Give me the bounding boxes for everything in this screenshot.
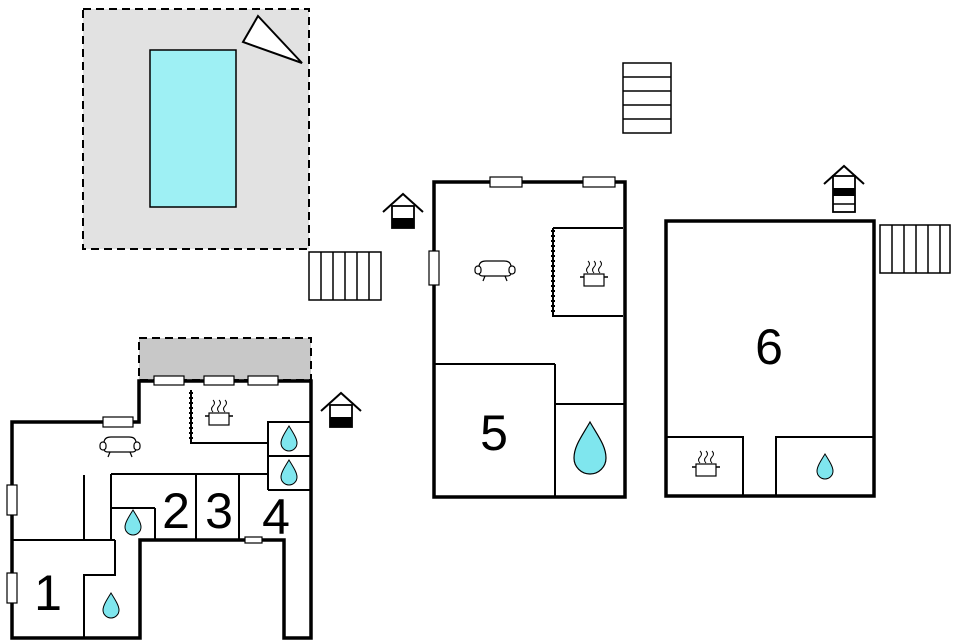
house-entrance-icon xyxy=(382,193,424,229)
stairs-icon xyxy=(308,251,382,301)
window xyxy=(153,375,185,386)
window xyxy=(428,250,440,286)
covered-terrace xyxy=(138,337,312,381)
building-middle: 5 xyxy=(428,176,627,499)
stairs-icon xyxy=(622,62,672,134)
pool-area xyxy=(82,8,310,250)
room-number-5: 5 xyxy=(480,405,508,461)
window xyxy=(247,375,279,386)
room-number-2: 2 xyxy=(162,483,190,539)
building-right: 6 xyxy=(664,219,876,498)
window xyxy=(102,416,134,428)
window xyxy=(244,536,263,544)
outer-wall xyxy=(664,219,876,498)
window xyxy=(489,176,523,188)
room-number-4: 4 xyxy=(262,489,290,545)
house-entrance-icon xyxy=(823,164,865,213)
stairs-icon xyxy=(879,224,951,274)
room-number-6: 6 xyxy=(755,319,783,375)
water-drop-icon xyxy=(573,420,607,475)
window xyxy=(582,176,616,188)
house-entrance-icon xyxy=(320,392,362,428)
pool xyxy=(149,49,237,208)
building-left: 1 2 3 4 xyxy=(6,337,313,640)
window xyxy=(6,572,18,604)
compass-icon xyxy=(241,14,303,64)
outer-wall xyxy=(10,379,313,640)
window xyxy=(6,484,18,516)
room-number-3: 3 xyxy=(205,483,233,539)
window xyxy=(203,375,235,386)
room-number-1: 1 xyxy=(34,565,62,621)
